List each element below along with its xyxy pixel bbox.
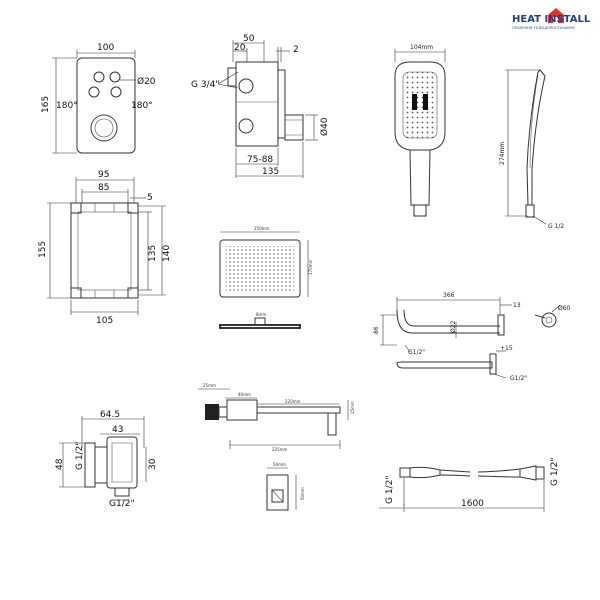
panel-width-label: 100: [97, 43, 114, 53]
control-panel-front-view: 100 165 Ø20 180° 180°: [41, 43, 156, 154]
brand-tagline: ОПАЛЕННЯ ТА ВОДОПОСТАЧАННЯ: [512, 26, 575, 30]
overhead-height-label: 170mm: [308, 259, 313, 275]
brand-name: HEAT INSTALL: [512, 14, 591, 25]
elbow-d30-label: 30: [148, 458, 158, 470]
overhead-shower-view: 250mm 170mm 8mm: [219, 226, 313, 329]
spout-d225-label: 225mm: [272, 447, 288, 452]
spout-d220-label: 220mm: [285, 399, 301, 404]
spout-d15-label: 15mm: [350, 401, 355, 414]
valve-total-label: 135: [262, 167, 279, 177]
spout-d25-label: 25mm: [203, 383, 216, 388]
spout-view: 25mm 40mm 220mm 15mm 225mm 50mm 50mm: [198, 383, 355, 511]
frame-w95: 95: [98, 170, 109, 180]
elbow-d48-label: 48: [55, 458, 65, 470]
button-dia-label: Ø20: [137, 76, 156, 87]
arm-rose-dia-label: Ø60: [558, 305, 571, 312]
handshower-width-label: 104mm: [410, 44, 433, 51]
wall-elbow-view: 64.5 43 48 G 1/2" 30 G1/2": [55, 410, 158, 509]
elbow-d43-label: 43: [112, 425, 123, 435]
valve-dim-50: 50: [243, 34, 255, 44]
valve-dia-label: Ø40: [319, 117, 330, 136]
overhead-width-label: 250mm: [254, 226, 270, 231]
valve-dim-20: 20: [234, 43, 246, 53]
arm-length-label: 366: [443, 292, 455, 299]
frame-w85: 85: [98, 183, 109, 193]
panel-height-label: 165: [41, 96, 51, 113]
frame-h155: 155: [38, 241, 48, 258]
arm-dia-label: Ø22: [450, 320, 457, 333]
valve-thread-label: G 3/4": [191, 80, 219, 90]
arm-thread2-label: G1/2": [510, 375, 527, 382]
house-icon: [548, 8, 564, 23]
valve-depth-label: 75-88: [247, 155, 273, 165]
valve-dim-2: 2: [293, 45, 299, 55]
handshower-thread-label: G 1/2: [548, 223, 564, 230]
overhead-depth-label: 8mm: [256, 312, 266, 317]
brand-logo: HEAT INSTALL ОПАЛЕННЯ ТА ВОДОПОСТАЧАННЯ: [512, 8, 591, 30]
hose-thread-left-label: G 1/2": [385, 476, 395, 504]
arm-h-label: 86: [373, 326, 380, 334]
elbow-thread2-label: G1/2": [109, 499, 135, 509]
angle-left-label: 180°: [56, 101, 78, 111]
spout-d50v-label: 50mm: [300, 487, 305, 500]
elbow-thread-label: G 1/2": [75, 442, 85, 470]
spout-d40-label: 40mm: [238, 392, 251, 397]
handshower-length-label: 274mm: [499, 142, 506, 165]
arm-d13-label: 13: [513, 302, 521, 309]
concealed-valve-side-view: 50 20 2 G 3/4" Ø40 75-88 135: [191, 34, 330, 178]
elbow-d645-label: 64.5: [100, 410, 120, 420]
angle-right-label: 180°: [131, 101, 153, 111]
frame-h135: 135: [148, 245, 158, 262]
mounting-frame-view: 95 85 5 155 135 140 105: [38, 170, 172, 326]
shower-arm-view: 366 13 86 Ø22 G1/2" Ø60 +15 G1/2": [373, 292, 571, 382]
hand-shower-view: 104mm 274mm G 1/2: [394, 44, 564, 230]
frame-d5: 5: [147, 193, 153, 203]
hose-thread-right-label: G 1/2": [550, 458, 560, 486]
arm-d15-label: +15: [500, 345, 513, 352]
arm-thread-label: G1/2": [408, 349, 425, 356]
frame-h140: 140: [162, 245, 172, 262]
shower-hose-view: G 1/2" 1600 G 1/2": [379, 458, 560, 512]
frame-w105: 105: [96, 316, 113, 326]
hose-length-label: 1600: [461, 499, 484, 509]
spout-d50-label: 50mm: [273, 462, 286, 467]
